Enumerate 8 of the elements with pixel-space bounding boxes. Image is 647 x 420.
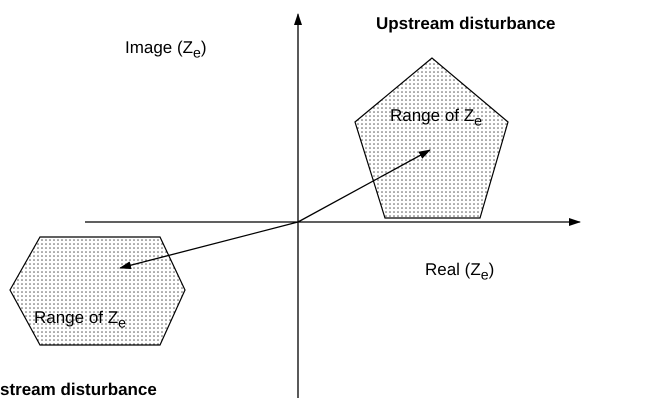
region-label: Range of Z$_{e}$ <box>390 106 482 130</box>
axis-label: Image (Z$_{e}$) <box>125 38 207 62</box>
arrow <box>119 221 298 270</box>
region-heading: stream disturbance <box>0 380 157 400</box>
axis-label: Real (Z$_{e}$) <box>425 260 494 284</box>
arrow <box>298 149 431 223</box>
region-label: Range of Z$_{e}$ <box>34 308 126 332</box>
region-heading: Upstream disturbance <box>376 14 556 34</box>
